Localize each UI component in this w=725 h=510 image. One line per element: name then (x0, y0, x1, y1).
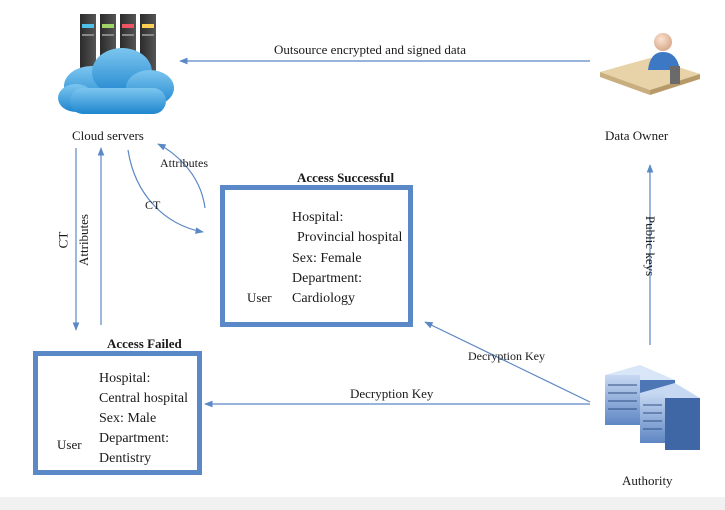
attributes-left-label: Attributes (76, 214, 91, 266)
ct-upper-label: CT (145, 198, 161, 212)
success-hospital-label: Hospital: (292, 210, 344, 225)
data-owner-label: Data Owner (605, 128, 669, 143)
outsource-label: Outsource encrypted and signed data (274, 42, 467, 57)
failed-hospital-value: Central hospital (99, 391, 189, 406)
failed-sex: Sex: Male (99, 411, 157, 426)
failed-department-value: Dentistry (99, 451, 152, 466)
decryption-key-upper-label: Decryption Key (468, 349, 545, 363)
access-failed-title: Access Failed (107, 336, 182, 351)
success-sex: Sex: Female (292, 251, 362, 266)
failed-hospital-label: Hospital: (99, 371, 151, 386)
decryption-key-lower-label: Decryption Key (350, 386, 434, 401)
authority-label: Authority (622, 473, 673, 488)
access-successful-title: Access Successful (297, 170, 395, 185)
arrow-attributes-upper (157, 143, 206, 209)
success-user-role: User (247, 290, 272, 305)
failed-department-label: Department: (99, 431, 169, 446)
arrow-decryption-key-upper (424, 321, 591, 403)
success-department-label: Department: (292, 271, 362, 286)
public-keys-label: Public keys (643, 215, 659, 277)
cloud-servers-icon (58, 14, 174, 114)
cloud-servers-label: Cloud servers (72, 128, 144, 143)
access-failed-box (33, 351, 202, 475)
arrow-ct-upper (127, 149, 204, 234)
ct-left-label: CT (55, 231, 71, 249)
authority-server-icon (605, 365, 700, 450)
bottom-bar (0, 497, 725, 510)
access-successful-box (220, 185, 413, 327)
success-department-value: Cardiology (292, 291, 355, 306)
success-hospital-value: Provincial hospital (297, 230, 403, 245)
attributes-upper-label: Attributes (160, 156, 208, 170)
failed-user-role: User (57, 437, 82, 452)
data-owner-icon (600, 33, 700, 95)
